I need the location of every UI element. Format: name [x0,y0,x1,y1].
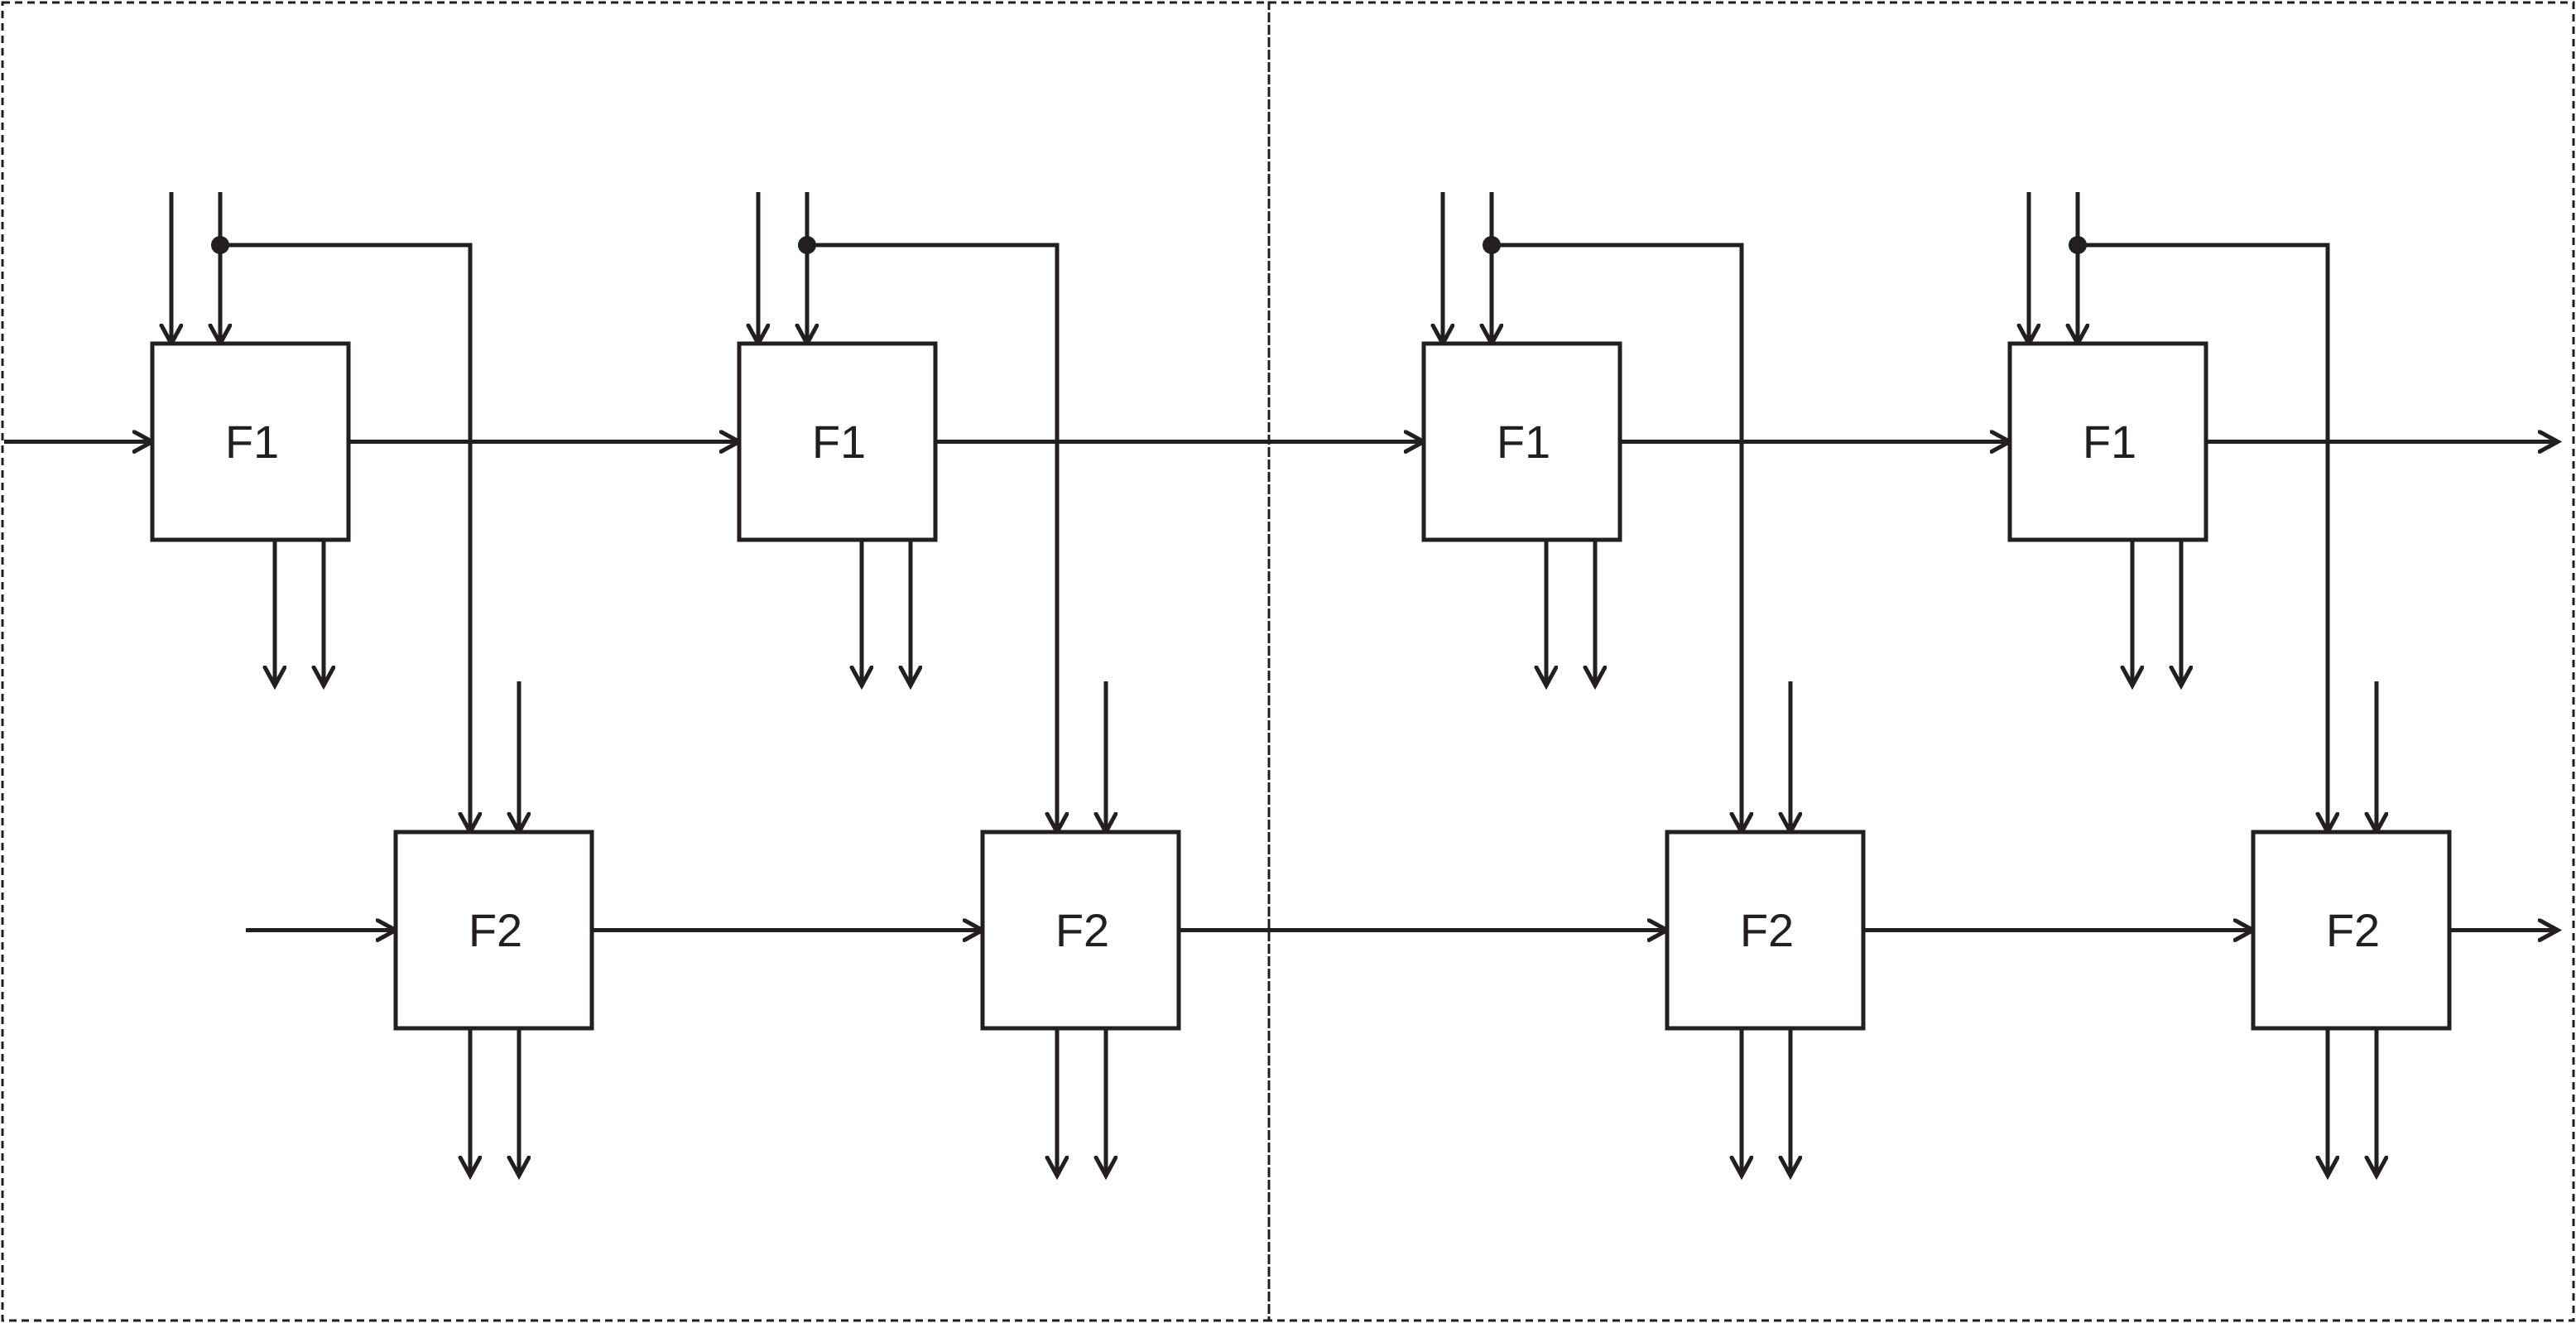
stage-4-junction-dot [2069,236,2087,254]
stage-2-junction-dot [798,236,816,254]
connections [4,192,2558,1176]
stage-4-f1-block-label: F1 [2083,416,2136,468]
group-frame-left [1,1,1271,1322]
stage-1-junction-dot [211,236,229,254]
stage-1-f1-block: F1 [150,341,351,542]
stage-1-f2-block: F2 [393,830,594,1031]
stage-3-f2-block: F2 [1665,830,1866,1031]
stage-4-f2-block: F2 [2251,830,2452,1031]
stage-3-f2-block-box [1665,830,1866,1031]
stage-2-f2-block-box [980,830,1181,1031]
stage-2-f2-block: F2 [980,830,1181,1031]
stage-4-f1-block: F1 [2007,341,2208,542]
stage-1-f2-block-label: F2 [469,904,522,956]
stage-2-feedforward-to-f2 [807,243,1057,832]
stage-2-f2-block-label: F2 [1055,904,1109,956]
stage-4-f2-block-label: F2 [2326,904,2380,956]
stage-3-f2-block-label: F2 [1740,904,1794,956]
stage-4-f1-block-box [2007,341,2208,542]
junctions [211,236,2087,254]
stage-1-feedforward-to-f2 [220,243,470,832]
stage-3-f1-block-label: F1 [1497,416,1550,468]
stage-1-f1-block-label: F1 [225,416,279,468]
stage-3-f1-block: F1 [1421,341,1622,542]
group-frame-right [1267,1,2575,1322]
stage-1-f1-block-box [150,341,351,542]
stage-4-f2-block-box [2251,830,2452,1031]
stage-2-f1-block: F1 [737,341,938,542]
stage-3-feedforward-to-f2 [1492,243,1742,832]
stage-2-f1-block-label: F1 [812,416,866,468]
stage-2-f1-block-box [737,341,938,542]
stage-3-f1-block-box [1421,341,1622,542]
stage-1-f2-block-box [393,830,594,1031]
stage-3-junction-dot [1483,236,1501,254]
stage-4-feedforward-to-f2 [2078,243,2328,832]
